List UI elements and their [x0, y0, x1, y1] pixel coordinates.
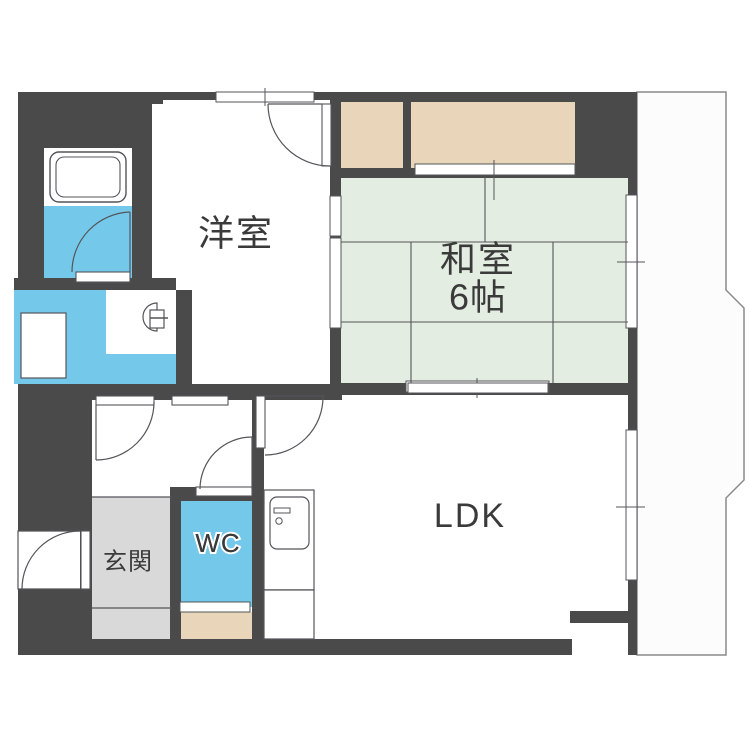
room-label-yoshitsu: 洋室 [198, 213, 274, 254]
window-ldk-top [407, 382, 549, 394]
bathtub [49, 151, 127, 203]
room-ldk-notch [570, 620, 628, 655]
kitchen-sink-counter [263, 489, 315, 640]
doors [17, 103, 332, 590]
genkan-step [92, 496, 172, 609]
bath-door [71, 211, 131, 283]
window-ldk-right [616, 429, 645, 581]
room-label-wc: WC [195, 528, 240, 558]
balcony [636, 91, 745, 656]
room-label-wc-fill: WC [195, 528, 240, 558]
ldk-door [255, 395, 325, 456]
closet-right [410, 100, 575, 168]
tatami-mat-lines [341, 176, 628, 383]
closet-left [341, 100, 403, 168]
window-washitsu-right [617, 194, 645, 329]
wash-basin [142, 302, 168, 332]
wc-door [195, 436, 253, 497]
window-yoshitsu-right-upper [329, 195, 342, 237]
room-label-washitsu-size: 6帖 [449, 277, 507, 318]
washing-machine-space [20, 312, 67, 379]
wc-floor [178, 497, 252, 607]
room-label-ldk: LDK [434, 497, 506, 535]
washroom-door [95, 395, 155, 461]
entrance-door [17, 530, 91, 590]
bath-room-floor [44, 206, 132, 278]
wc-divider [179, 601, 251, 613]
corridor-door [171, 395, 229, 406]
window-yoshitsu-right-lower [329, 237, 342, 329]
window-top-left [215, 88, 315, 106]
room-label-washitsu: 和室 [440, 239, 516, 280]
room-label-genkan: 玄関 [103, 548, 153, 575]
room-ldk-floor [262, 392, 628, 639]
genkan-floor [92, 497, 172, 640]
window-washitsu-top [414, 160, 576, 200]
washbasin-counter [106, 290, 176, 354]
windows [215, 88, 645, 581]
yoshitsu-door [267, 103, 332, 167]
